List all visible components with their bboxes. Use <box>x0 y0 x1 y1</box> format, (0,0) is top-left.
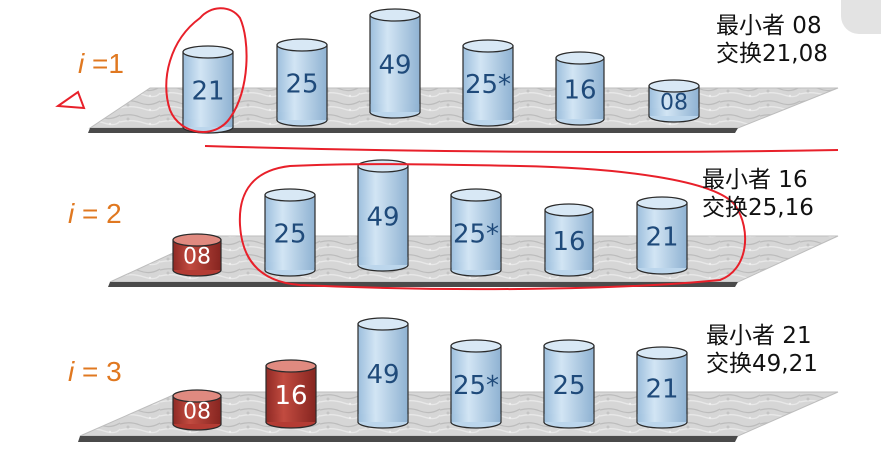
cylinder-21: 21 <box>636 346 688 429</box>
underline-annotation-row1 <box>204 145 839 154</box>
note-min-line: 最小者 21 <box>706 323 812 349</box>
triangle-annotation <box>55 90 86 110</box>
cylinder-value: 16 <box>563 75 596 105</box>
step-note-1: 最小者 08 交换21,08 <box>716 12 828 68</box>
cylinder-25: 25 <box>543 339 595 429</box>
note-min-line: 最小者 16 <box>702 167 808 193</box>
cylinder-08: 08 <box>648 79 700 123</box>
cylinder-25star: 25* <box>462 39 514 127</box>
cylinder-value: 25* <box>453 371 499 401</box>
cylinder-value: 25 <box>552 371 585 401</box>
cylinder-value: 25* <box>453 219 499 249</box>
cylinder-25star: 25* <box>450 339 502 429</box>
row-label-rest: =1 <box>84 48 124 79</box>
cylinder-value: 49 <box>378 50 411 80</box>
row-label-i2: i = 2 <box>68 198 122 230</box>
cylinder-value: 08 <box>183 244 211 269</box>
row-label-var: i <box>68 356 75 387</box>
loop-annotation-row2 <box>238 163 747 291</box>
cylinder-25: 25 <box>276 38 328 127</box>
cylinder-value: 49 <box>366 202 399 232</box>
cylinder-value: 25* <box>465 70 511 100</box>
row-label-var: i <box>78 48 85 79</box>
cylinder-value: 25 <box>273 219 306 249</box>
cylinders: 21 25 49 25* 16 08 08 25 49 25* 16 21 08 16 49 25* 25 21 <box>172 8 700 431</box>
cylinder-value: 21 <box>191 76 224 106</box>
note-swap-line: 交换49,21 <box>706 351 818 377</box>
cylinder-49: 49 <box>357 317 409 429</box>
cylinder-value: 08 <box>660 90 688 115</box>
cylinder-08: 08 <box>172 233 222 277</box>
cylinder-08: 08 <box>172 389 222 431</box>
row-label-var: i <box>68 198 75 229</box>
step-note-3: 最小者 21 交换49,21 <box>706 322 818 378</box>
note-min-line: 最小者 08 <box>716 13 822 39</box>
cylinder-49: 49 <box>357 159 409 272</box>
note-swap-line: 交换21,08 <box>716 41 828 67</box>
cylinder-21: 21 <box>636 196 688 275</box>
cylinder-value: 21 <box>645 374 678 404</box>
cylinder-49: 49 <box>369 8 421 119</box>
cylinder-25: 25 <box>264 188 316 277</box>
row-label-i3: i = 3 <box>68 356 122 388</box>
cylinder-value: 08 <box>183 399 211 424</box>
row-label-rest: = 3 <box>74 356 122 387</box>
row-label-i1: i =1 <box>78 48 124 80</box>
cylinder-16: 16 <box>544 203 594 277</box>
cylinder-16: 16 <box>265 359 317 429</box>
cylinder-value: 21 <box>645 222 678 252</box>
note-swap-line: 交换25,16 <box>702 195 814 221</box>
row-label-rest: = 2 <box>74 198 122 229</box>
annotations <box>55 7 839 291</box>
step-note-2: 最小者 16 交换25,16 <box>702 166 814 222</box>
circle-annotation-21 <box>165 7 248 133</box>
cylinder-25star: 25* <box>450 188 502 277</box>
cylinder-16: 16 <box>555 51 605 126</box>
cylinder-value: 16 <box>274 381 307 411</box>
cylinder-21: 21 <box>182 45 234 134</box>
corner-decoration <box>841 0 881 34</box>
cylinder-value: 25 <box>285 69 318 99</box>
cylinder-value: 49 <box>366 360 399 390</box>
cylinder-value: 16 <box>552 227 585 257</box>
